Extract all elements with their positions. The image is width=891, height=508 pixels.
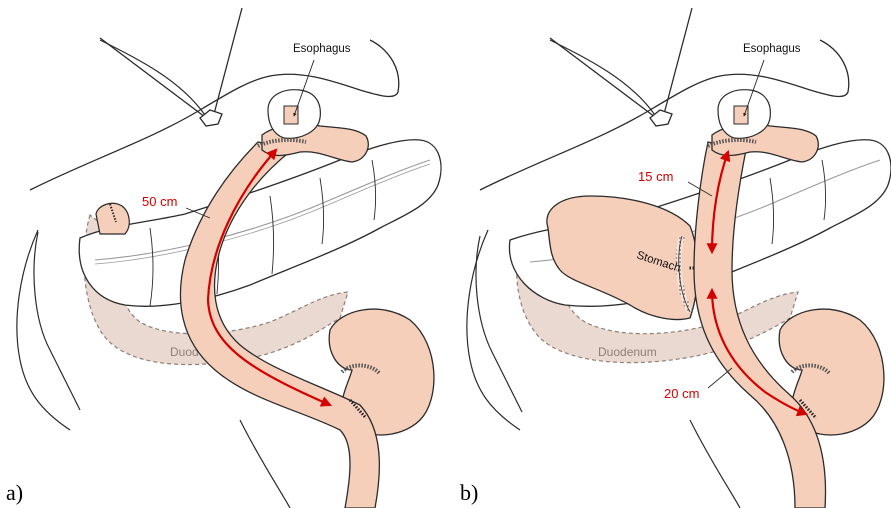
esophagus-label: Esophagus	[743, 43, 801, 55]
duodenal-stump	[96, 203, 129, 234]
panel-b: Duodenum Stomach Esophagus 15 cm 20 cm	[460, 8, 891, 508]
retractor-line	[214, 8, 242, 114]
measurement-label-50cm: 50 cm	[142, 194, 177, 209]
retractor-line	[100, 38, 205, 117]
duodenum-label: Duodenum	[598, 345, 657, 359]
esophagus-lumen	[284, 106, 298, 124]
ascending-colon	[34, 232, 80, 410]
measure-leader	[708, 368, 732, 388]
panel-label-b: b)	[460, 480, 478, 505]
abdominal-wall	[17, 230, 70, 430]
abdominal-wall	[240, 420, 290, 508]
esophagus-lumen	[734, 106, 748, 124]
retractor-line	[664, 8, 692, 114]
esophagus-label: Esophagus	[293, 43, 351, 55]
panel-a: Duodenum Esophagus 50 cm a)	[6, 8, 441, 508]
measurement-label-15cm: 15 cm	[638, 169, 673, 184]
measurement-label-20cm: 20 cm	[664, 386, 699, 401]
retractor-line	[550, 38, 655, 117]
abdominal-wall	[690, 420, 740, 508]
panel-label-a: a)	[6, 480, 23, 505]
